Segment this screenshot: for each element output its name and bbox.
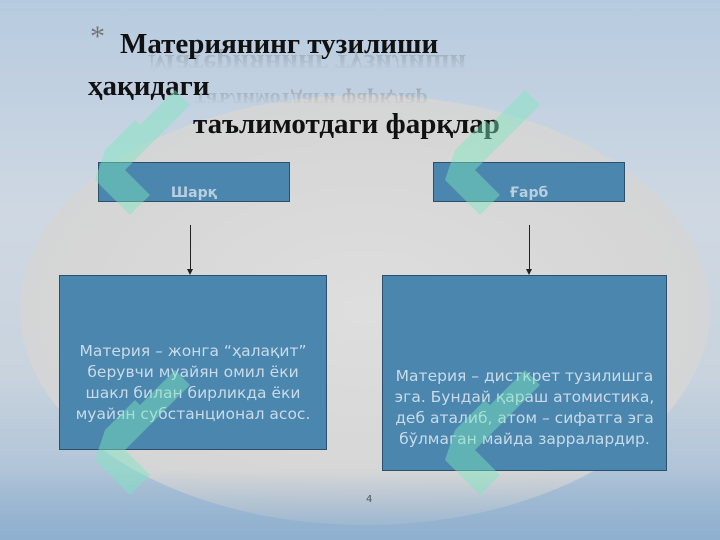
west-header-box: Ғарб — [433, 162, 625, 202]
east-header-label: Шарқ — [170, 185, 218, 201]
slide-title-line3: таълимотдаги фарқлар — [193, 108, 500, 140]
east-description-box: Материя – жонга “ҳалақит” берувчи муайян… — [59, 275, 327, 450]
page-number: 4 — [366, 494, 373, 505]
west-description-box: Материя – дисткрет тузилишга эга. Бундай… — [382, 275, 667, 471]
arrow-down-icon — [526, 225, 532, 275]
arrow-down-icon — [187, 225, 193, 275]
title-bullet: * — [90, 20, 105, 53]
background-band — [0, 470, 720, 540]
west-description: Материя – дисткрет тузилишга эга. Бундай… — [394, 367, 655, 448]
west-header-label: Ғарб — [509, 185, 549, 201]
east-description: Материя – жонга “ҳалақит” берувчи муайян… — [75, 341, 311, 423]
slide-title-line1: Материянинг тузилиши — [120, 28, 439, 60]
slide-title-line2: ҳақидаги — [88, 70, 210, 102]
east-header-box: Шарқ — [98, 162, 290, 202]
